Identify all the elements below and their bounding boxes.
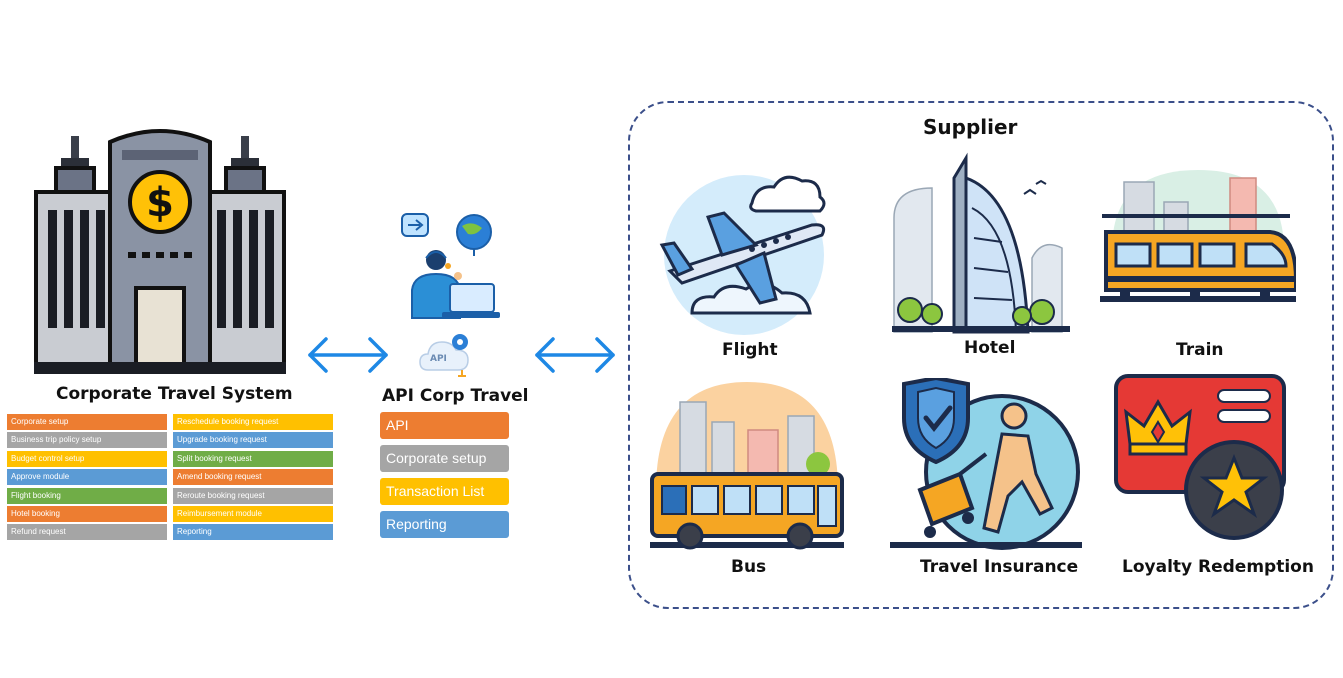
corporate-tag: Refund request [7,524,167,541]
api-module-item: Reporting [380,511,509,538]
airplane-icon [652,163,830,335]
supplier-title: Supplier [923,115,1018,139]
corporate-tag: Flight booking [7,487,167,504]
travel-insurance-icon [890,375,1082,550]
corporate-tag: Budget control setup [7,450,167,467]
corporate-tag: Hotel booking [7,506,167,522]
api-module-item: API [380,412,509,439]
corporate-tag: Reschedule booking request [173,414,333,430]
corporate-tag: Split booking request [173,450,333,467]
svg-text:$: $ [146,180,174,226]
supplier-label-hotel: Hotel [964,338,1016,358]
corporate-tag: Approve module [7,469,167,486]
supplier-label-bus: Bus [731,557,767,577]
api-module-item: Transaction List [380,478,509,505]
agent-laptop-icon [392,210,502,325]
supplier-container [628,101,1334,609]
corporate-tag: Corporate setup [7,414,167,430]
api-module-item: Corporate setup [380,445,509,472]
supplier-label-travel-insurance: Travel Insurance [920,557,1079,577]
api-cloud-label: API [430,354,447,364]
corporate-title: Corporate Travel System [56,384,293,404]
bus-icon [650,378,844,550]
api-cloud-icon: API [418,330,476,378]
corporate-tag: Reroute booking request [173,487,333,504]
supplier-label-flight: Flight [722,340,778,360]
supplier-label-loyalty-redemption: Loyalty Redemption [1122,557,1314,577]
loyalty-card-icon [1114,372,1304,544]
train-icon [1100,160,1298,322]
hotel-tower-icon [892,148,1070,334]
supplier-label-train: Train [1176,340,1224,360]
corporate-tag: Reimbursement module [173,506,333,522]
bidirectional-arrow-icon [535,337,615,373]
corporate-tag: Upgrade booking request [173,432,333,449]
corporate-building-icon: $ [34,122,286,376]
bidirectional-arrow-icon [308,337,388,373]
api-title: API Corp Travel [382,386,529,406]
corporate-tag: Amend booking request [173,469,333,486]
corporate-tag: Business trip policy setup [7,432,167,449]
corporate-tag: Reporting [173,524,333,541]
